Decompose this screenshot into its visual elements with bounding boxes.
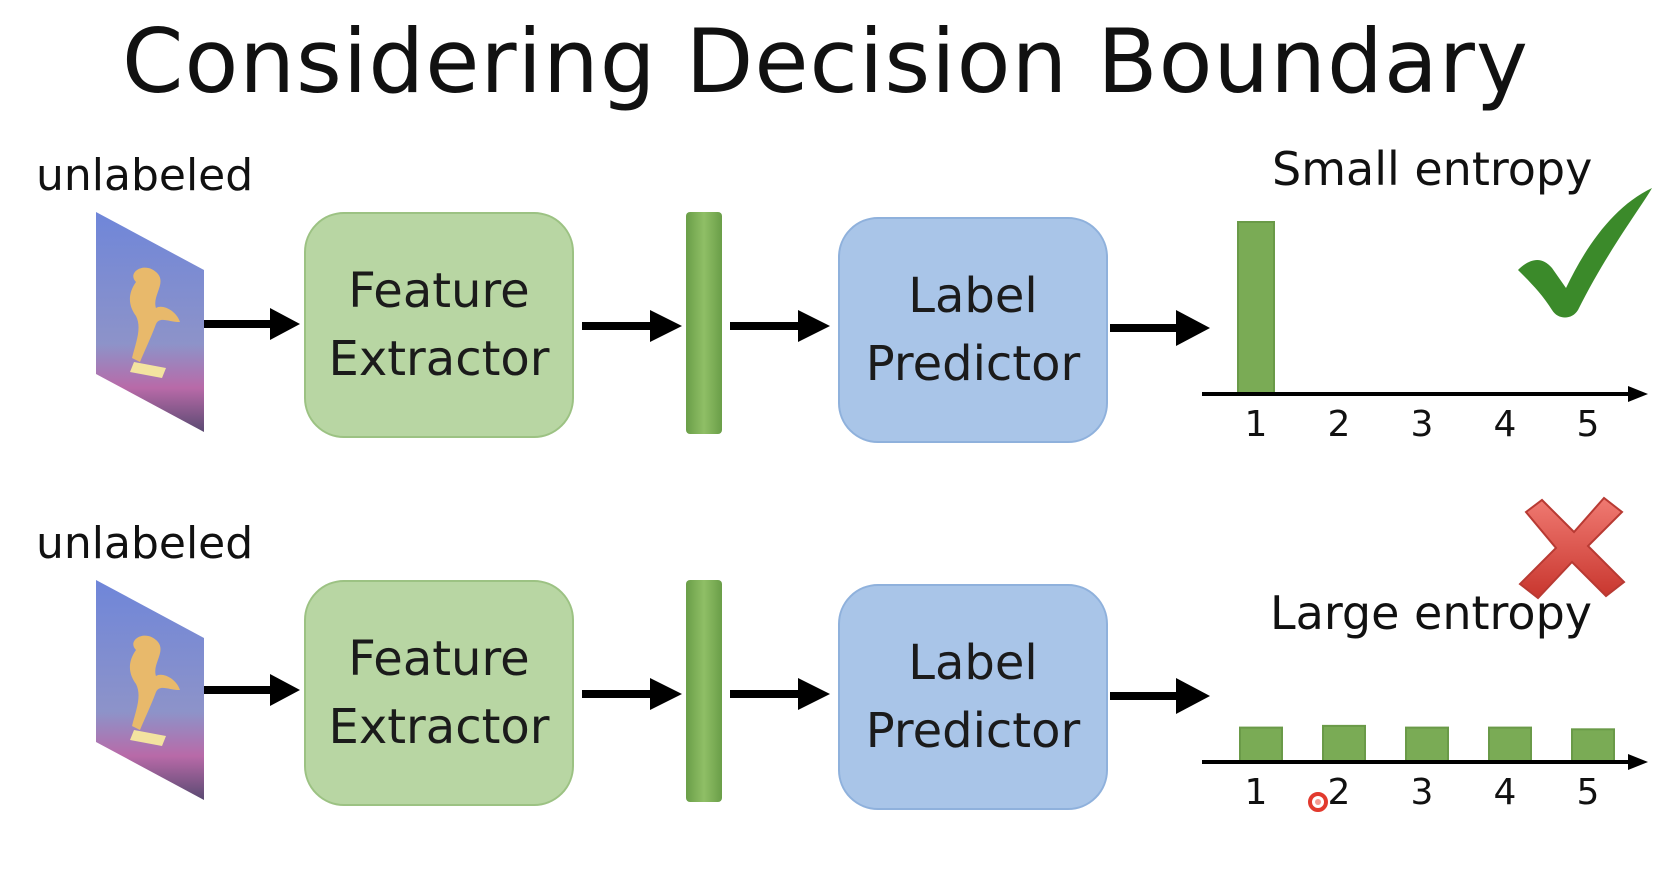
- cross-icon: [1518, 496, 1626, 600]
- bar-1: [1239, 726, 1283, 764]
- feature-extractor-box-2: Feature Extractor: [304, 580, 574, 806]
- label-predictor-line1: Label: [908, 268, 1038, 324]
- feature-extractor-line2: Extractor: [328, 331, 550, 387]
- arrow-extractor-to-feature-2: [582, 678, 682, 710]
- entropy-chart-1: 1 2 3 4 5: [1202, 221, 1648, 445]
- label-predictor-box-1: Label Predictor: [838, 217, 1108, 443]
- slide-title: Considering Decision Boundary: [122, 10, 1530, 113]
- tick-label-1: 1: [1245, 404, 1268, 445]
- large-entropy-label: Large entropy: [1270, 586, 1592, 640]
- input-image-2: [96, 580, 204, 800]
- entropy-chart-2: 1 2 3 4 5: [1202, 724, 1648, 813]
- label-predictor-line1: Label: [908, 635, 1038, 691]
- tick-label-4: 4: [1494, 772, 1517, 813]
- arrow-predictor-to-output-1: [1110, 310, 1210, 346]
- label-predictor-box-2: Label Predictor: [838, 584, 1108, 810]
- bar-5: [1571, 728, 1615, 764]
- tick-label-3: 3: [1411, 404, 1434, 445]
- label-predictor-line2: Predictor: [865, 703, 1081, 759]
- tick-label-3: 3: [1411, 772, 1434, 813]
- check-icon: [1518, 188, 1652, 318]
- unlabeled-label-1: unlabeled: [36, 150, 254, 201]
- tick-label-5: 5: [1577, 404, 1600, 445]
- tick-label-4: 4: [1494, 404, 1517, 445]
- label-predictor-line2: Predictor: [865, 336, 1081, 392]
- arrow-input-to-extractor-2: [204, 674, 300, 706]
- arrow-extractor-to-feature-1: [582, 310, 682, 342]
- feature-vector-2: [686, 580, 722, 802]
- tick-label-2: 2: [1328, 772, 1351, 813]
- unlabeled-label-2: unlabeled: [36, 518, 254, 569]
- arrow-predictor-to-output-2: [1110, 678, 1210, 714]
- x-axis-arrowhead: [1628, 754, 1648, 770]
- feature-vector-1: [686, 212, 722, 434]
- bar-3: [1405, 726, 1449, 764]
- bar-1: [1237, 221, 1275, 395]
- tick-label-2: 2: [1328, 404, 1351, 445]
- input-image-1: [96, 212, 204, 432]
- feature-extractor-box-1: Feature Extractor: [304, 212, 574, 438]
- feature-extractor-line2: Extractor: [328, 699, 550, 755]
- feature-extractor-line1: Feature: [348, 631, 530, 687]
- bar-2: [1322, 724, 1366, 764]
- small-entropy-label: Small entropy: [1272, 142, 1593, 196]
- arrow-feature-to-predictor-1: [730, 310, 830, 342]
- tick-label-1: 1: [1245, 772, 1268, 813]
- cursor-indicator: [1308, 792, 1328, 812]
- tick-label-5: 5: [1577, 772, 1600, 813]
- arrow-input-to-extractor-1: [204, 308, 300, 340]
- bar-4: [1488, 726, 1532, 764]
- arrow-feature-to-predictor-2: [730, 678, 830, 710]
- feature-extractor-line1: Feature: [348, 263, 530, 319]
- x-axis-arrowhead: [1628, 386, 1648, 402]
